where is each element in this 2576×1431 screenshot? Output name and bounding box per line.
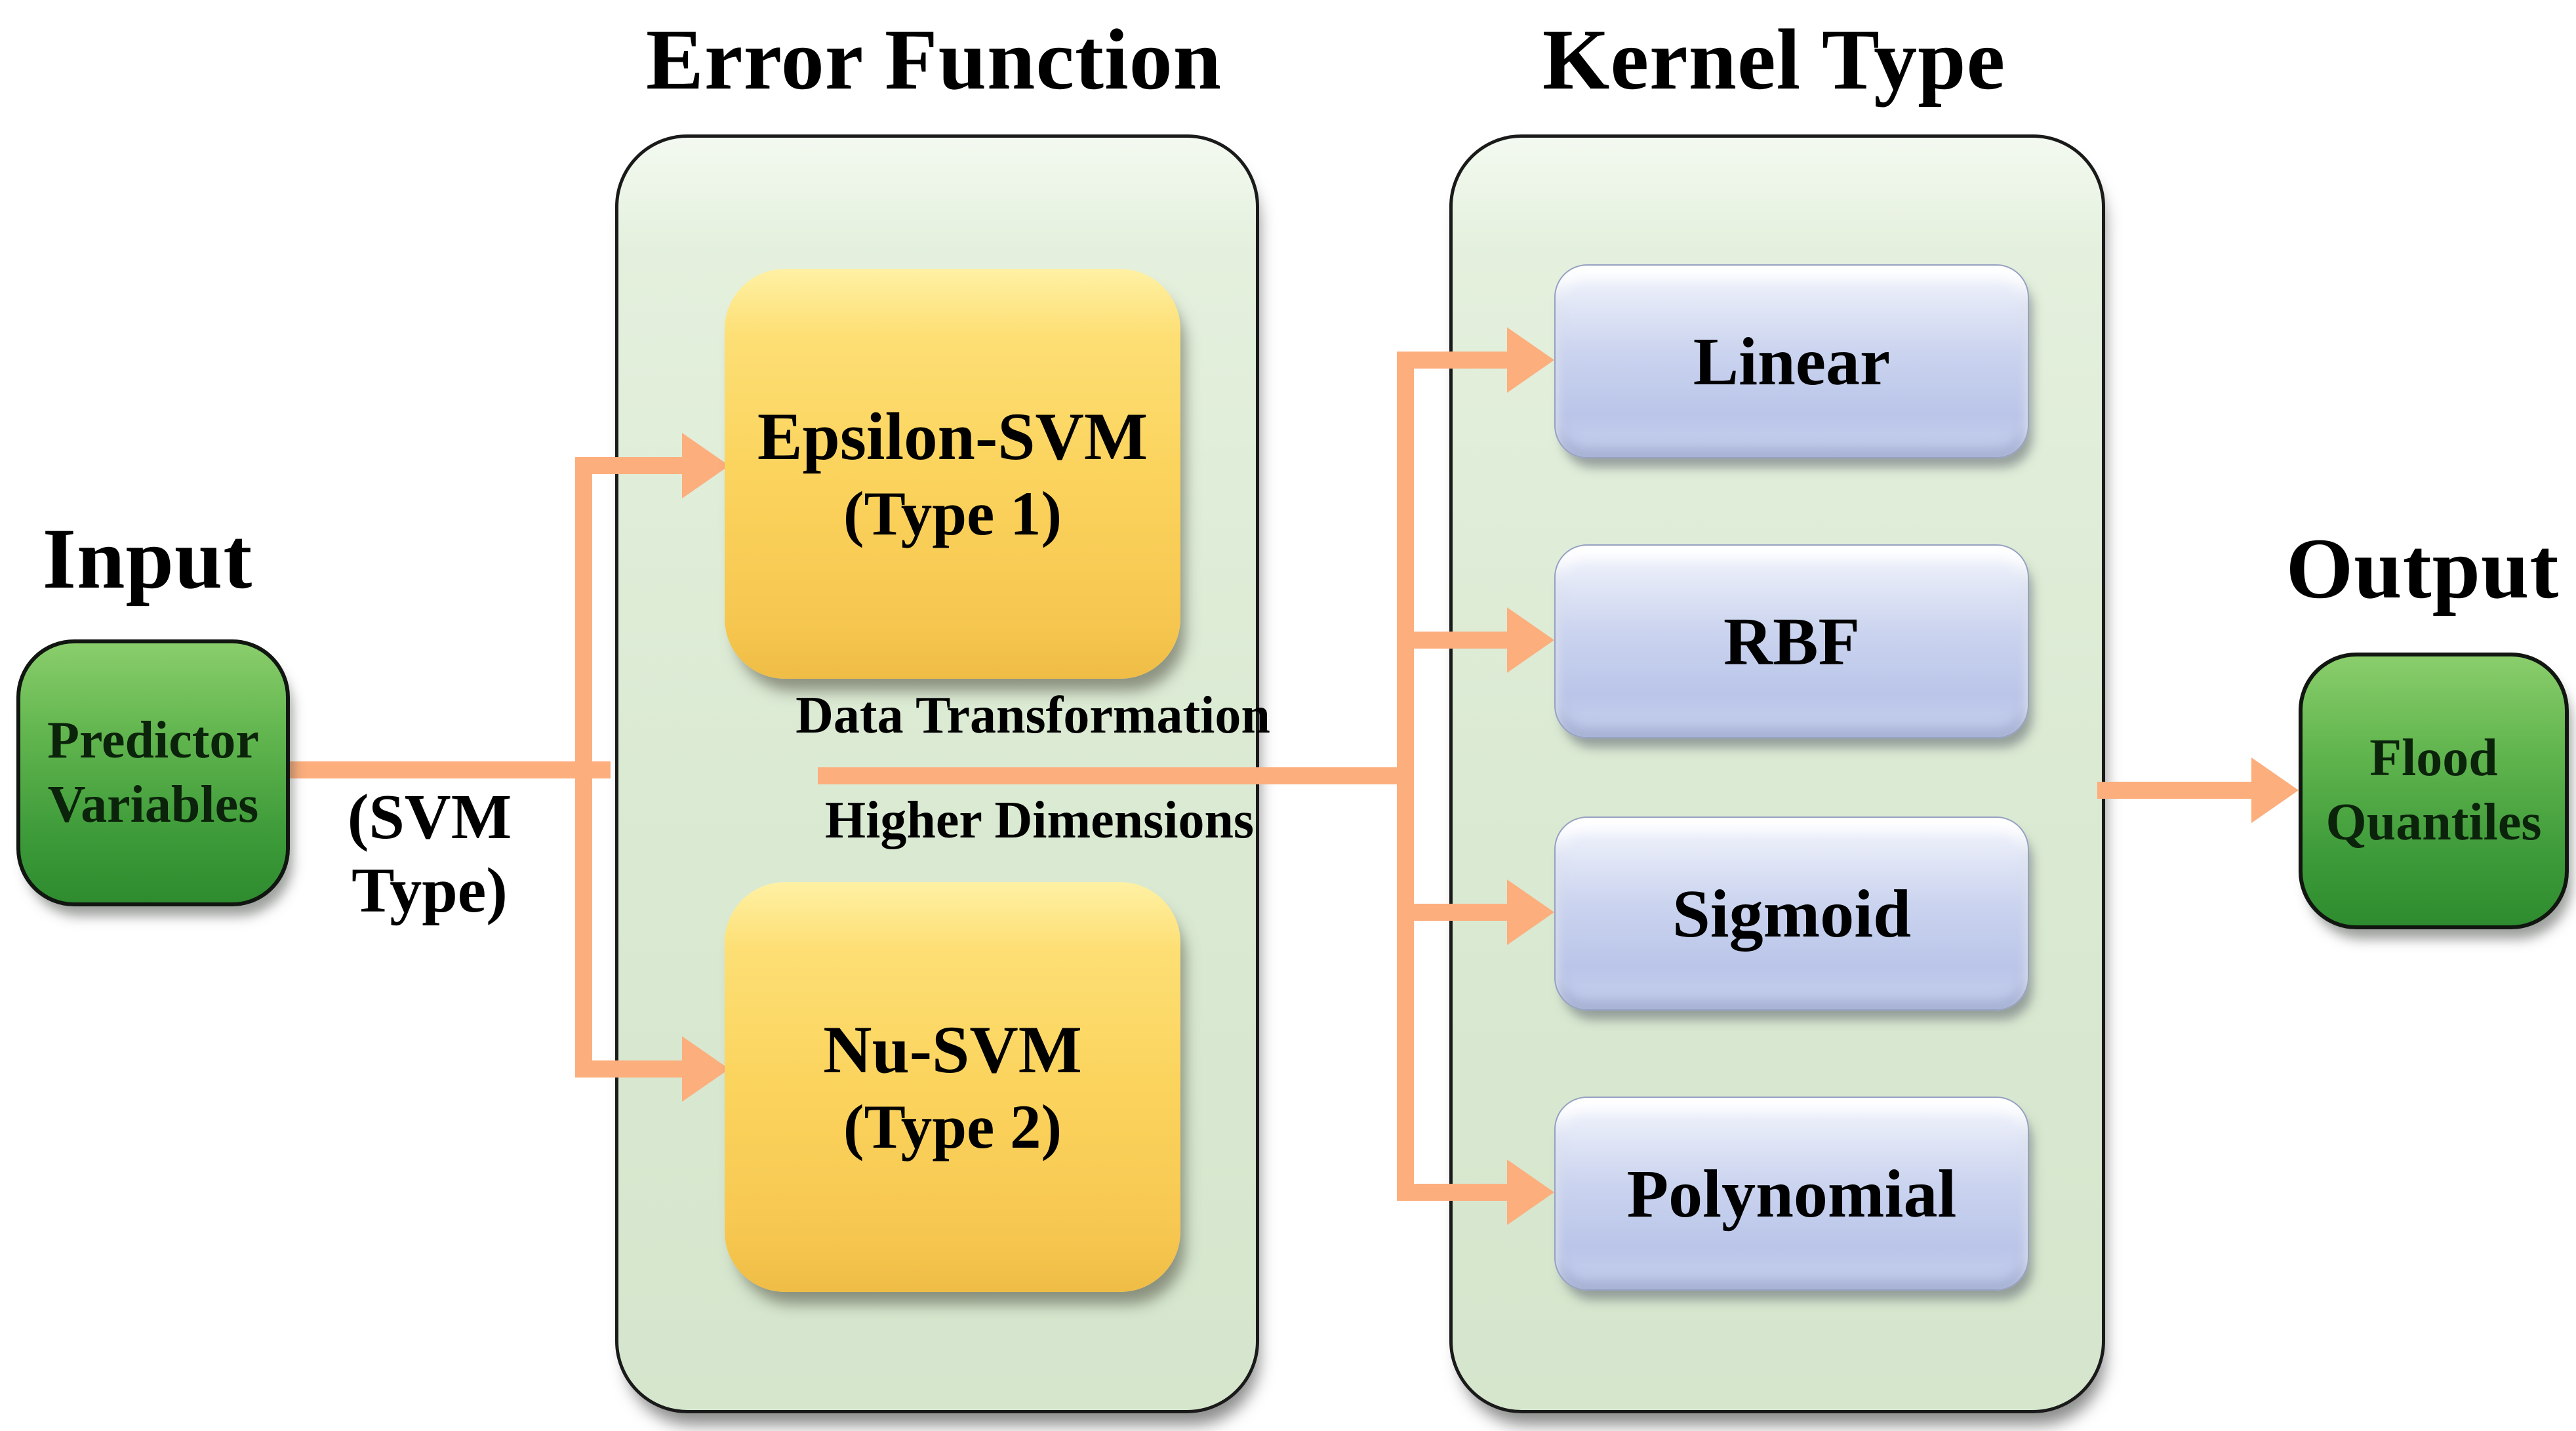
kernel-type-title: Kernel Type xyxy=(1542,11,2006,108)
output-arrow-head xyxy=(2251,757,2299,823)
epsilon-svm-name: Epsilon-SVM xyxy=(757,399,1148,474)
arrow-to-rbf-head xyxy=(1507,607,1554,673)
kernel-linear-label: Linear xyxy=(1693,323,1891,399)
kernel-box-rbf: RBF xyxy=(1554,544,2029,738)
output-title: Output xyxy=(2285,520,2560,616)
nu-svm-box: Nu-SVM (Type 2) xyxy=(725,882,1180,1292)
nu-svm-name: Nu-SVM xyxy=(823,1012,1082,1087)
arrow-to-epsilon-svm-shaft xyxy=(575,457,682,474)
higher-dimensions-label: Higher Dimensions xyxy=(824,792,1255,849)
arrow-to-rbf-shaft xyxy=(1397,632,1507,649)
arrow-to-epsilon-svm-head xyxy=(682,433,729,498)
error-function-title: Error Function xyxy=(645,11,1222,108)
kernel-branch-line xyxy=(1397,352,1414,1201)
data-transformation-label: Data Transformation xyxy=(795,687,1270,744)
output-arrow-shaft xyxy=(2097,782,2251,799)
svm-branch-line xyxy=(575,457,592,1078)
arrow-to-linear-shaft xyxy=(1397,352,1507,369)
arrow-to-nu-svm-shaft xyxy=(575,1060,682,1078)
flood-quantiles-label: Flood Quantiles xyxy=(2325,729,2542,851)
input-arrow-line xyxy=(279,761,611,778)
input-title: Input xyxy=(42,510,253,607)
kernel-sigmoid-label: Sigmoid xyxy=(1672,876,1912,952)
arrow-to-sigmoid-head xyxy=(1507,879,1554,945)
nu-svm-type: (Type 2) xyxy=(843,1092,1062,1162)
arrow-to-polynomial-head xyxy=(1507,1159,1554,1225)
kernel-box-polynomial: Polynomial xyxy=(1554,1097,2029,1291)
flood-quantiles-box: Flood Quantiles xyxy=(2299,653,2569,929)
predictor-variables-box: Predictor Variables xyxy=(16,639,290,906)
kernel-rbf-label: RBF xyxy=(1723,603,1860,679)
kernel-box-sigmoid: Sigmoid xyxy=(1554,816,2029,1011)
predictor-variables-label: Predictor Variables xyxy=(47,711,259,834)
transformation-arrow-line xyxy=(818,767,1401,784)
svm-type-label: (SVM Type) xyxy=(347,782,512,926)
arrow-to-polynomial-shaft xyxy=(1397,1184,1507,1201)
arrow-to-linear-head xyxy=(1507,327,1554,393)
epsilon-svm-box: Epsilon-SVM (Type 1) xyxy=(725,269,1180,679)
arrow-to-sigmoid-shaft xyxy=(1397,904,1507,921)
kernel-box-linear: Linear xyxy=(1554,264,2029,458)
arrow-to-nu-svm-head xyxy=(682,1036,729,1102)
kernel-polynomial-label: Polynomial xyxy=(1626,1156,1957,1232)
epsilon-svm-type: (Type 1) xyxy=(843,479,1062,549)
